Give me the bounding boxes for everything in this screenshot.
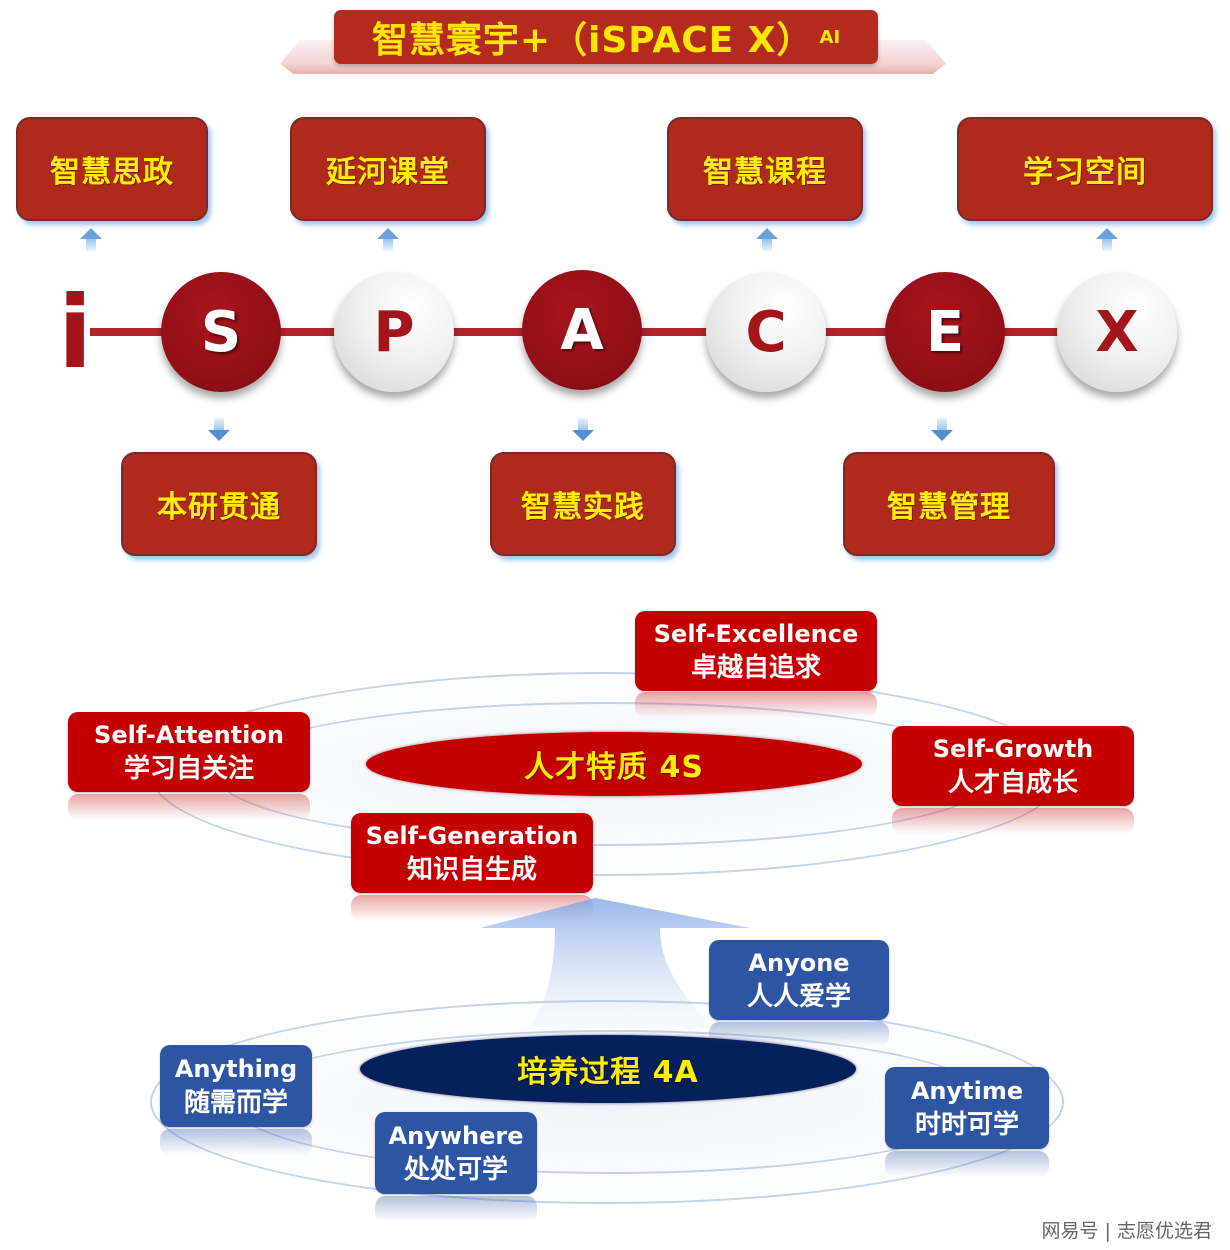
arrow-up-icon bbox=[480, 898, 750, 1028]
circle-x: X bbox=[1057, 272, 1177, 392]
title-banner: 智慧寰宇+（iSPACE X） AI bbox=[334, 10, 878, 64]
reflection bbox=[375, 1196, 537, 1222]
box-label: 学习空间 bbox=[1023, 155, 1147, 190]
box-label: 智慧实践 bbox=[521, 490, 645, 525]
label-en: Self-Attention bbox=[94, 721, 284, 749]
label-anywhere: Anywhere 处处可学 bbox=[375, 1112, 537, 1194]
label-en: Self-Excellence bbox=[653, 620, 859, 648]
label-self-excellence: Self-Excellence 卓越自追求 bbox=[635, 611, 877, 691]
circle-c: C bbox=[706, 272, 826, 392]
box-label: 延河课堂 bbox=[326, 155, 450, 190]
label-en: Anywhere bbox=[388, 1122, 524, 1150]
label-anything: Anything 随需而学 bbox=[160, 1045, 312, 1127]
core-talent-4s: 人才特质 4S bbox=[366, 732, 862, 796]
label-en: Anyone bbox=[748, 949, 850, 977]
box-yanhe-classroom: 延河课堂 bbox=[290, 117, 486, 221]
box-smart-ideology: 智慧思政 bbox=[16, 117, 208, 221]
title-text: 智慧寰宇+（iSPACE X） bbox=[371, 20, 814, 61]
watermark: 网易号 | 志愿优选君 bbox=[1041, 1220, 1212, 1242]
arrow-down-icon bbox=[931, 418, 953, 441]
label-zh: 随需而学 bbox=[183, 1088, 288, 1118]
box-label: 本研贯通 bbox=[157, 490, 281, 525]
reflection bbox=[892, 808, 1134, 834]
box-undergrad-grad: 本研贯通 bbox=[121, 452, 317, 556]
arrow-down-icon bbox=[572, 418, 594, 441]
arrow-down-icon bbox=[208, 418, 230, 441]
circle-s: S bbox=[161, 272, 281, 392]
circle-a: A bbox=[522, 270, 642, 390]
label-anyone: Anyone 人人爱学 bbox=[709, 940, 889, 1020]
reflection bbox=[709, 1022, 889, 1046]
circle-p: P bbox=[334, 272, 454, 392]
box-label: 智慧课程 bbox=[703, 155, 827, 190]
arrow-up-icon bbox=[377, 228, 399, 251]
circle-e: E bbox=[885, 272, 1005, 392]
reflection bbox=[885, 1151, 1049, 1177]
label-zh: 人才自成长 bbox=[947, 768, 1078, 798]
arrow-up-icon bbox=[1096, 228, 1118, 251]
box-smart-course: 智慧课程 bbox=[667, 117, 863, 221]
reflection bbox=[160, 1129, 312, 1155]
chain-prefix-i: i bbox=[58, 274, 93, 391]
reflection bbox=[635, 692, 877, 718]
box-smart-practice: 智慧实践 bbox=[490, 452, 676, 556]
label-en: Anything bbox=[174, 1055, 298, 1083]
label-zh: 人人爱学 bbox=[746, 982, 851, 1012]
label-self-generation: Self-Generation 知识自生成 bbox=[351, 813, 593, 893]
core-label: 培养过程 4A bbox=[517, 1055, 699, 1090]
label-en: Self-Growth bbox=[932, 735, 1094, 763]
box-label: 智慧思政 bbox=[50, 155, 174, 190]
arrow-up-icon bbox=[80, 228, 102, 251]
reflection bbox=[68, 794, 310, 820]
label-en: Anytime bbox=[910, 1077, 1024, 1105]
box-learning-space: 学习空间 bbox=[957, 117, 1213, 221]
label-zh: 知识自生成 bbox=[406, 855, 537, 885]
box-label: 智慧管理 bbox=[887, 490, 1011, 525]
label-self-growth: Self-Growth 人才自成长 bbox=[892, 726, 1134, 806]
label-zh: 学习自关注 bbox=[123, 754, 254, 784]
label-zh: 处处可学 bbox=[403, 1155, 508, 1185]
core-process-4a: 培养过程 4A bbox=[360, 1035, 856, 1103]
label-zh: 卓越自追求 bbox=[690, 653, 821, 683]
core-label: 人才特质 4S bbox=[524, 750, 704, 785]
label-self-attention: Self-Attention 学习自关注 bbox=[68, 712, 310, 792]
title-superscript: AI bbox=[819, 26, 841, 48]
label-zh: 时时可学 bbox=[914, 1110, 1019, 1140]
arrow-up-icon bbox=[756, 228, 778, 251]
box-smart-management: 智慧管理 bbox=[843, 452, 1055, 556]
label-anytime: Anytime 时时可学 bbox=[885, 1067, 1049, 1149]
label-en: Self-Generation bbox=[365, 822, 579, 850]
